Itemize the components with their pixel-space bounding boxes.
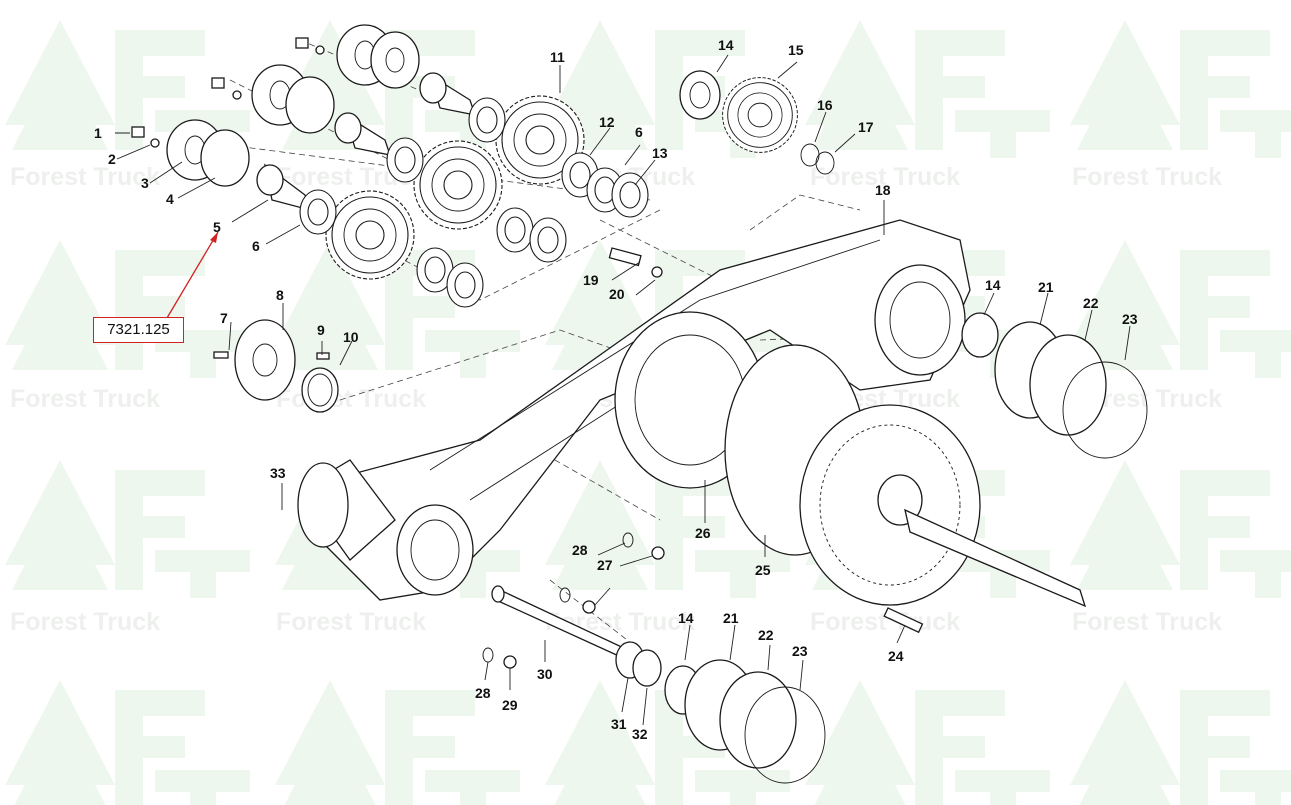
callout-6: 6: [252, 238, 260, 254]
output-flange-assembly: [724, 344, 1087, 634]
svg-text:Forest Truck: Forest Truck: [10, 385, 160, 413]
callout-13: 13: [652, 145, 668, 161]
callout-5: 5: [213, 219, 221, 235]
svg-text:Forest Truck: Forest Truck: [276, 608, 426, 636]
callout-14b: 14: [985, 277, 1001, 293]
callout-32: 32: [632, 726, 648, 742]
upper-gear-group: [608, 70, 835, 278]
callout-24: 24: [888, 648, 904, 664]
svg-text:Forest Truck: Forest Truck: [810, 163, 960, 191]
gear-train-assembly: [131, 24, 649, 308]
axle-housing: [297, 219, 971, 601]
svg-text:Forest Truck: Forest Truck: [10, 608, 160, 636]
callout-10: 10: [343, 329, 359, 345]
callout-20: 20: [609, 286, 625, 302]
callout-1: 1: [94, 125, 102, 141]
callout-22: 22: [1083, 295, 1099, 311]
reference-arrow: [166, 231, 219, 319]
callout-14c: 14: [678, 610, 694, 626]
callout-25: 25: [755, 562, 771, 578]
callout-21b: 21: [723, 610, 739, 626]
callout-33: 33: [270, 465, 286, 481]
callout-16: 16: [817, 97, 833, 113]
svg-text:Forest Truck: Forest Truck: [276, 385, 426, 413]
callout-7: 7: [220, 310, 228, 326]
svg-text:Forest Truck: Forest Truck: [1072, 163, 1222, 191]
callout-28: 28: [572, 542, 588, 558]
callout-22b: 22: [758, 627, 774, 643]
leader-lines: [115, 54, 1131, 726]
callout-17: 17: [858, 119, 874, 135]
bolt: [131, 37, 325, 148]
part-callouts: 1 2 3 4 5 6 6 7 8 9 10 11 12 13 14 14 14…: [94, 37, 1138, 742]
callout-8: 8: [276, 287, 284, 303]
callout-27: 27: [597, 557, 613, 573]
callout-4: 4: [166, 191, 174, 207]
svg-text:Forest Truck: Forest Truck: [10, 163, 160, 191]
callout-19: 19: [583, 272, 599, 288]
callout-26: 26: [695, 525, 711, 541]
callout-28b: 28: [475, 685, 491, 701]
callout-31: 31: [611, 716, 627, 732]
callout-18: 18: [875, 182, 891, 198]
callout-14: 14: [718, 37, 734, 53]
callout-30: 30: [537, 666, 553, 682]
brake-rings-right: [961, 312, 1148, 459]
left-flange: [213, 319, 339, 413]
reference-part-label: 7321.125: [93, 317, 184, 343]
shaft: [256, 72, 476, 211]
svg-text:Forest Truck: Forest Truck: [1072, 608, 1222, 636]
callout-15: 15: [788, 42, 804, 58]
cover-plate: [166, 24, 420, 187]
callout-12: 12: [599, 114, 615, 130]
callout-29: 29: [502, 697, 518, 713]
callout-9: 9: [317, 322, 325, 338]
callout-2: 2: [108, 151, 116, 167]
callout-11: 11: [550, 49, 565, 65]
svg-text:Forest Truck: Forest Truck: [810, 608, 960, 636]
callout-23: 23: [1122, 311, 1138, 327]
callout-23b: 23: [792, 643, 808, 659]
callout-6b: 6: [635, 124, 643, 140]
pivot-pin-assembly: [482, 532, 826, 784]
callout-21: 21: [1038, 279, 1054, 295]
callout-3: 3: [141, 175, 149, 191]
